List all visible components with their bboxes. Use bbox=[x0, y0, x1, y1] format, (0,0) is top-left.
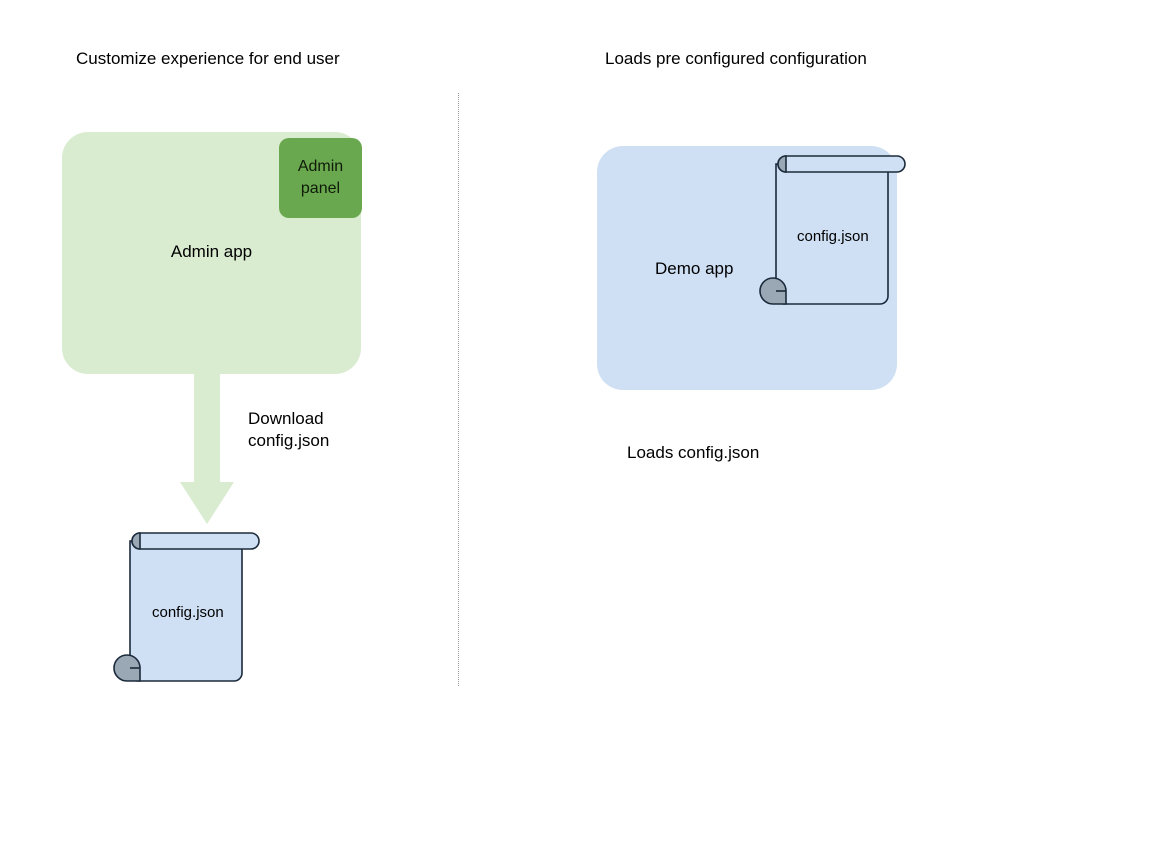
config-json-document-right[interactable] bbox=[759, 150, 908, 310]
download-arrow-label-line2: config.json bbox=[248, 431, 330, 450]
download-arrow-label-line1: Download bbox=[248, 409, 324, 428]
admin-app-box[interactable]: Admin app Admin panel bbox=[62, 132, 362, 374]
download-arrow-icon bbox=[178, 372, 236, 527]
admin-panel-label-line2: panel bbox=[300, 180, 341, 197]
admin-panel-label: Admin panel bbox=[298, 156, 343, 200]
admin-panel-box[interactable]: Admin panel bbox=[279, 138, 362, 218]
config-json-label-right: config.json bbox=[797, 228, 869, 245]
right-column-title: Loads pre configured configuration bbox=[605, 49, 867, 68]
config-json-document-left[interactable] bbox=[113, 527, 262, 687]
config-json-label-left: config.json bbox=[152, 604, 224, 621]
loads-config-caption: Loads config.json bbox=[627, 443, 760, 462]
admin-app-label: Admin app bbox=[170, 242, 253, 261]
left-column-title: Customize experience for end user bbox=[76, 49, 340, 68]
demo-app-label: Demo app bbox=[655, 259, 734, 278]
admin-panel-label-line1: Admin bbox=[297, 158, 344, 175]
column-divider bbox=[458, 93, 459, 686]
download-arrow-label: Download config.json bbox=[248, 408, 329, 452]
